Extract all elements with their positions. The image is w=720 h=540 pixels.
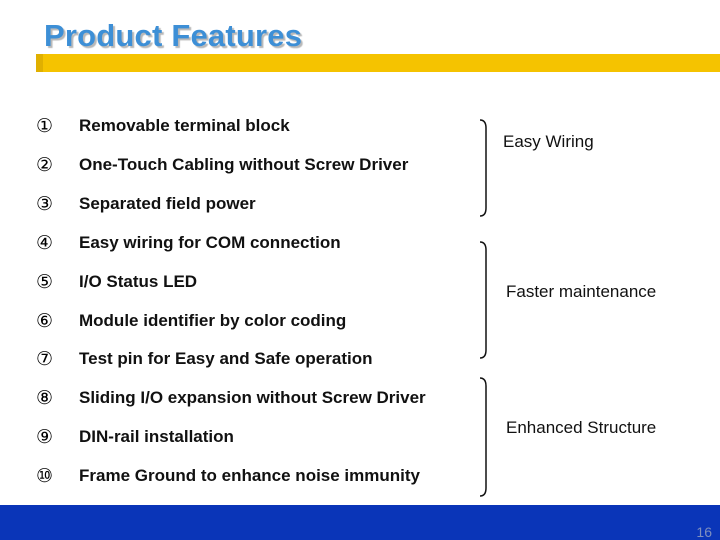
footer-bar: 16 <box>0 505 720 540</box>
feature-number: ② <box>36 154 54 176</box>
feature-label: Separated field power <box>79 194 256 213</box>
feature-label: Frame Ground to enhance noise immunity <box>79 466 420 485</box>
feature-number: ① <box>36 115 54 137</box>
feature-label: One-Touch Cabling without Screw Driver <box>79 155 409 174</box>
feature-label: Removable terminal block <box>79 116 290 135</box>
feature-item: ⑤ I/O Status LED <box>36 270 197 294</box>
bracket-enhanced-structure <box>479 377 487 497</box>
feature-number: ⑨ <box>36 426 54 448</box>
feature-item: ⑧ Sliding I/O expansion without Screw Dr… <box>36 386 426 410</box>
feature-label: Sliding I/O expansion without Screw Driv… <box>79 388 426 407</box>
feature-item: ⑥ Module identifier by color coding <box>36 309 346 333</box>
feature-number: ⑤ <box>36 271 54 293</box>
feature-item: ① Removable terminal block <box>36 114 290 138</box>
feature-item: ⑨ DIN-rail installation <box>36 425 234 449</box>
feature-number: ③ <box>36 193 54 215</box>
page-number: 16 <box>696 524 712 540</box>
feature-label: Easy wiring for COM connection <box>79 233 341 252</box>
bracket-easy-wiring <box>479 119 487 217</box>
feature-number: ④ <box>36 232 54 254</box>
bracket-faster-maintenance <box>479 241 487 359</box>
feature-item: ④ Easy wiring for COM connection <box>36 231 341 255</box>
title-underline-bar <box>36 54 720 72</box>
feature-number: ⑥ <box>36 310 54 332</box>
feature-number: ⑩ <box>36 465 54 487</box>
group-label-enhanced-structure: Enhanced Structure <box>506 418 657 437</box>
feature-item: ③ Separated field power <box>36 192 256 216</box>
group-label-easy-wiring: Easy Wiring <box>503 132 594 151</box>
feature-number: ⑧ <box>36 387 54 409</box>
feature-label: DIN-rail installation <box>79 427 234 446</box>
feature-label: I/O Status LED <box>79 272 198 291</box>
feature-item: ⑦ Test pin for Easy and Safe operation <box>36 347 372 371</box>
feature-label: Module identifier by color coding <box>79 311 347 330</box>
feature-item: ② One-Touch Cabling without Screw Driver <box>36 153 408 177</box>
group-label-faster-maintenance: Faster maintenance <box>506 282 657 301</box>
page-title: Product Features <box>44 18 303 53</box>
title-bar-edge <box>36 54 43 72</box>
feature-number: ⑦ <box>36 348 54 370</box>
feature-item: ⑩ Frame Ground to enhance noise immunity <box>36 464 420 488</box>
feature-label: Test pin for Easy and Safe operation <box>79 349 373 368</box>
